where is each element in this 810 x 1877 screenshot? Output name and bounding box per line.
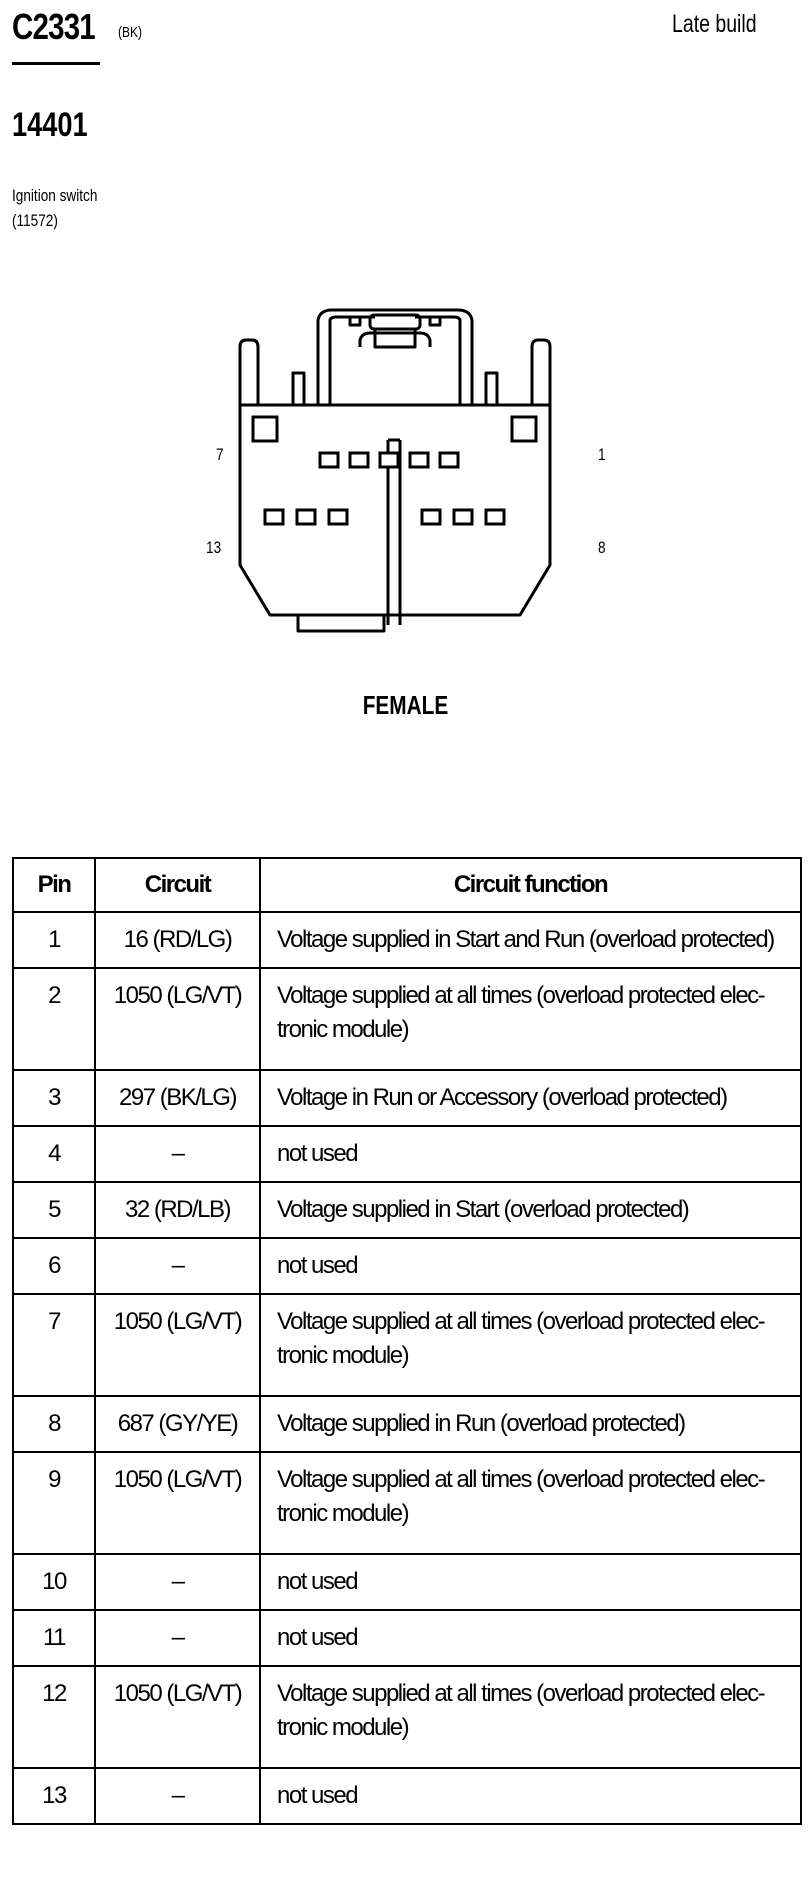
table-row: 12 1050 (LG/VT) Voltage supplied at all …	[12, 1665, 802, 1769]
circuit-cell: –	[94, 1553, 261, 1611]
circuit-cell: –	[94, 1237, 261, 1295]
table-row: 5 32 (RD/LB) Voltage supplied in Start (…	[12, 1181, 802, 1239]
pin-cell: 9	[12, 1451, 96, 1555]
circuit-cell: 32 (RD/LB)	[94, 1181, 261, 1239]
connector-face-drawing	[238, 308, 552, 633]
cavity-1	[510, 415, 538, 443]
pin-cell: 10	[12, 1553, 96, 1611]
cavity-2	[438, 451, 460, 469]
latch-notch-left	[348, 315, 362, 327]
function-cell: Voltage supplied at all times (overload …	[259, 967, 802, 1071]
function-cell: Voltage supplied in Run (overload protec…	[259, 1395, 802, 1453]
post-right-outer	[530, 338, 552, 405]
latch-body	[358, 331, 432, 347]
cavity-5	[348, 451, 370, 469]
cavity-13	[263, 508, 285, 526]
function-cell: Voltage supplied at all times (overload …	[259, 1451, 802, 1555]
pin-cell: 7	[12, 1293, 96, 1397]
function-cell: not used	[259, 1125, 802, 1183]
circuit-cell: 1050 (LG/VT)	[94, 1665, 261, 1769]
pin-cell: 1	[12, 911, 96, 969]
latch-lever	[373, 329, 417, 349]
pin-label-13: 13	[206, 538, 222, 557]
table-row: 4 – not used	[12, 1125, 802, 1183]
table-row: 1 16 (RD/LG) Voltage supplied in Start a…	[12, 911, 802, 969]
pin-label-8: 8	[598, 538, 606, 557]
post-left-outer	[238, 338, 260, 405]
circuit-cell: 16 (RD/LG)	[94, 911, 261, 969]
cavity-4	[378, 451, 400, 469]
cavity-7	[251, 415, 279, 443]
pin-cell: 3	[12, 1069, 96, 1127]
pinout-table: Pin Circuit Circuit function 1 16 (RD/LG…	[12, 857, 802, 1825]
circuit-cell: 1050 (LG/VT)	[94, 1451, 261, 1555]
function-cell: Voltage supplied at all times (overload …	[259, 1293, 802, 1397]
cavity-3	[408, 451, 430, 469]
function-cell: Voltage in Run or Accessory (overload pr…	[259, 1069, 802, 1127]
post-left-inner	[291, 371, 306, 405]
latch-notch-right	[428, 315, 442, 327]
circuit-cell: –	[94, 1609, 261, 1667]
gender-label: FEMALE	[362, 690, 448, 720]
circuit-cell: 687 (GY/YE)	[94, 1395, 261, 1453]
circuit-cell: –	[94, 1125, 261, 1183]
function-cell: not used	[259, 1237, 802, 1295]
table-row: 7 1050 (LG/VT) Voltage supplied at all t…	[12, 1293, 802, 1397]
latch-inner-left	[328, 315, 375, 405]
header-circuit: Circuit	[94, 857, 261, 913]
part-number: 14401	[12, 106, 88, 144]
header-pin: Pin	[12, 857, 96, 913]
color-code: (BK)	[118, 24, 142, 41]
latch-housing	[316, 308, 474, 405]
function-cell: Voltage supplied in Start (overload prot…	[259, 1181, 802, 1239]
function-cell: not used	[259, 1767, 802, 1825]
pin-cell: 13	[12, 1767, 96, 1825]
cavity-11	[327, 508, 349, 526]
pin-cell: 5	[12, 1181, 96, 1239]
build-note: Late build	[672, 10, 757, 38]
cavity-9	[452, 508, 474, 526]
cavity-6	[318, 451, 340, 469]
pin-cell: 12	[12, 1665, 96, 1769]
pin-label-7: 7	[216, 445, 224, 464]
cavity-8	[484, 508, 506, 526]
latch-tab	[368, 313, 422, 331]
table-row: 3 297 (BK/LG) Voltage in Run or Accessor…	[12, 1069, 802, 1127]
component-ref: (11572)	[12, 211, 58, 230]
circuit-cell: 1050 (LG/VT)	[94, 967, 261, 1071]
pin-cell: 6	[12, 1237, 96, 1295]
function-cell: not used	[259, 1609, 802, 1667]
table-row: 6 – not used	[12, 1237, 802, 1295]
circuit-cell: 1050 (LG/VT)	[94, 1293, 261, 1397]
connector-body	[238, 403, 552, 617]
table-row: 9 1050 (LG/VT) Voltage supplied at all t…	[12, 1451, 802, 1555]
table-row: 8 687 (GY/YE) Voltage supplied in Run (o…	[12, 1395, 802, 1453]
pin-cell: 2	[12, 967, 96, 1071]
latch-inner-right	[415, 315, 462, 405]
pin-cell: 11	[12, 1609, 96, 1667]
table-row: 13 – not used	[12, 1767, 802, 1825]
cavity-10	[420, 508, 442, 526]
table-row: 10 – not used	[12, 1553, 802, 1611]
pin-cell: 4	[12, 1125, 96, 1183]
header-circuit-function: Circuit function	[259, 857, 802, 913]
pin-cell: 8	[12, 1395, 96, 1453]
connector-id-underline	[12, 62, 100, 65]
table-header-row: Pin Circuit Circuit function	[12, 857, 802, 913]
bottom-key	[296, 613, 386, 633]
component-name: Ignition switch	[12, 186, 98, 205]
table-row: 11 – not used	[12, 1609, 802, 1667]
pin-label-1: 1	[598, 445, 606, 464]
cavity-12	[295, 508, 317, 526]
keyway	[386, 438, 402, 625]
function-cell: Voltage supplied at all times (overload …	[259, 1665, 802, 1769]
post-right-inner	[484, 371, 499, 405]
function-cell: Voltage supplied in Start and Run (overl…	[259, 911, 802, 969]
circuit-cell: 297 (BK/LG)	[94, 1069, 261, 1127]
function-cell: not used	[259, 1553, 802, 1611]
connector-id: C2331	[12, 6, 96, 47]
connector-diagram: 7 1 13 8	[200, 295, 620, 640]
table-row: 2 1050 (LG/VT) Voltage supplied at all t…	[12, 967, 802, 1071]
circuit-cell: –	[94, 1767, 261, 1825]
